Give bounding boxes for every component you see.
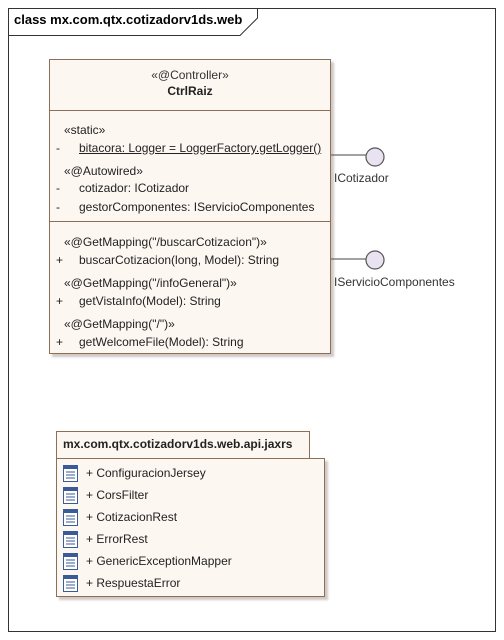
package-item-label: + GenericExceptionMapper	[86, 554, 232, 568]
attr-stereotype-autowired: «@Autowired»	[64, 164, 143, 178]
package-name: mx.com.qtx.cotizadorv1ds.web.api.jaxrs	[63, 437, 293, 451]
package-item[interactable]: + RespuestaError	[63, 574, 180, 592]
op-annotation-root: «@GetMapping("/")»	[64, 317, 175, 331]
class-header: «@Controller» CtrlRaiz	[50, 60, 330, 111]
class-stereotype: «@Controller»	[151, 68, 229, 82]
interface-label-icotizador: ICotizador	[334, 171, 389, 185]
package-item[interactable]: + GenericExceptionMapper	[63, 552, 232, 570]
attr-stereotype-static: «static»	[64, 123, 106, 137]
attr-cotizador: cotizador: ICotizador	[79, 181, 190, 195]
attr-visibility: -	[56, 141, 60, 155]
package-item[interactable]: + CotizacionRest	[63, 508, 177, 526]
class-name: CtrlRaiz	[167, 84, 213, 98]
package-item-label: + RespuestaError	[86, 576, 181, 590]
op-visibility: +	[56, 335, 64, 349]
frame-tab	[8, 8, 258, 36]
package-item[interactable]: + ErrorRest	[63, 530, 148, 548]
frame-title: class mx.com.qtx.cotizadorv1ds.web	[14, 12, 243, 27]
attr-visibility: -	[56, 200, 60, 214]
package-item-label: + CotizacionRest	[86, 510, 178, 524]
package-item-label: + CorsFilter	[86, 488, 149, 502]
op-getwelcomefile: getWelcomeFile(Model): String	[79, 335, 244, 349]
package-item-label: + ErrorRest	[86, 532, 148, 546]
attribute-compartment: «static» - bitacora: Logger = LoggerFact…	[50, 111, 330, 222]
class-ctrlraiz[interactable]: «@Controller» CtrlRaiz «static» - bitaco…	[49, 59, 331, 354]
class-icon	[63, 508, 78, 526]
op-annotation-infogeneral: «@GetMapping("/infoGeneral")»	[64, 276, 237, 290]
class-icon	[63, 464, 78, 482]
class-icon	[63, 530, 78, 548]
attr-visibility: -	[56, 181, 60, 195]
lollipop-icotizador	[365, 147, 385, 167]
class-icon	[63, 486, 78, 504]
class-icon	[63, 574, 78, 592]
package-item[interactable]: + ConfiguracionJersey	[63, 464, 206, 482]
class-icon	[63, 552, 78, 570]
package-item-label: + ConfiguracionJersey	[86, 466, 206, 480]
op-buscarcotizacion: buscarCotizacion(long, Model): String	[79, 253, 280, 267]
lollipop-iserviciocomponentes	[365, 250, 385, 270]
op-getvistainfo: getVistaInfo(Model): String	[79, 294, 221, 308]
package-body: + ConfiguracionJersey + CorsFilter + Cot…	[56, 458, 325, 597]
op-visibility: +	[56, 294, 64, 308]
attr-bitacora: bitacora: Logger = LoggerFactory.getLogg…	[79, 141, 322, 155]
op-visibility: +	[56, 253, 64, 267]
interface-label-iserviciocomponentes: IServicioComponentes	[334, 275, 455, 289]
attr-gestorcomponentes: gestorComponentes: IServicioComponentes	[79, 200, 315, 214]
package-tab[interactable]: mx.com.qtx.cotizadorv1ds.web.api.jaxrs	[56, 431, 310, 459]
op-annotation-buscar: «@GetMapping("/buscarCotizacion")»	[64, 235, 267, 249]
package-item[interactable]: + CorsFilter	[63, 486, 148, 504]
